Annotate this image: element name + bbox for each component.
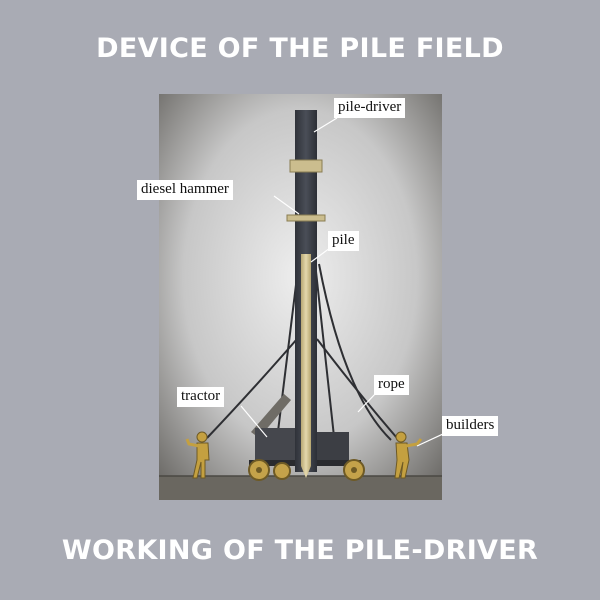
page-title: DEVICE OF THE PILE FIELD	[96, 33, 504, 64]
leader-tractor	[240, 405, 268, 438]
tractor-wheel-middle	[273, 462, 291, 480]
diesel-hammer-clamp	[286, 214, 326, 222]
rope-right-main	[318, 263, 392, 441]
tractor-ramp	[251, 394, 291, 438]
label-tractor: tractor	[177, 387, 225, 407]
page-caption: WORKING OF THE PILE-DRIVER	[61, 535, 539, 566]
mast-collar-top	[289, 159, 323, 173]
leader-builders	[416, 433, 442, 447]
pile	[301, 254, 311, 478]
rope-left-outer	[206, 338, 298, 439]
builder-right	[394, 431, 423, 479]
tractor-engine-box	[313, 432, 349, 462]
label-pile-driver: pile-driver	[334, 98, 406, 118]
pile-driver-illustration	[159, 94, 442, 500]
builder-left	[185, 431, 210, 479]
label-pile: pile	[328, 231, 359, 251]
label-diesel-hammer: diesel hammer	[137, 180, 233, 200]
ground	[159, 476, 442, 500]
leader-pile	[310, 247, 331, 263]
leader-pile-driver	[313, 117, 338, 133]
label-rope: rope	[374, 375, 409, 395]
leader-rope	[357, 392, 377, 413]
label-builders: builders	[442, 416, 499, 436]
leader-diesel-hammer	[273, 195, 300, 215]
